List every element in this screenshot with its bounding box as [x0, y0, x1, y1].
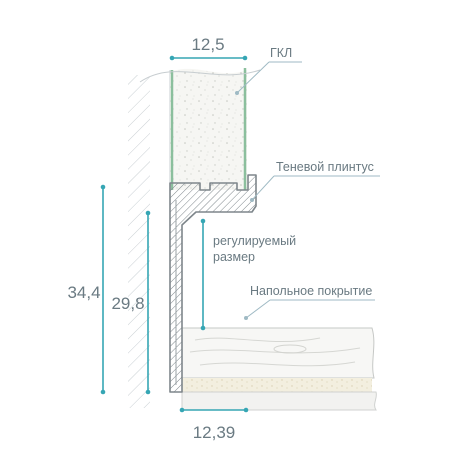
dimension-top-value: 12,5	[191, 35, 224, 54]
dimension-top-width: 12,5	[169, 35, 248, 61]
drywall-panel	[139, 68, 261, 190]
dimension-adjustable-height: 29,8	[111, 210, 151, 395]
label-shadow-baseboard: Теневой плинтус	[276, 160, 374, 174]
label-floor-covering: Напольное покрытие	[250, 284, 372, 298]
label-adjustable-line1: регулируемый	[213, 234, 296, 248]
label-drywall: ГКЛ	[270, 46, 292, 60]
dimension-total-height-value: 34,4	[67, 283, 100, 302]
dimension-adjustable-gap	[200, 218, 206, 331]
dimension-bottom-width: 12,39	[179, 407, 249, 442]
floor-layers	[181, 327, 377, 411]
baseboard-profile	[169, 174, 257, 393]
callout-shadow-baseboard: Теневой плинтус	[250, 160, 380, 202]
dimension-bottom-value: 12,39	[193, 423, 236, 442]
callout-drywall: ГКЛ	[235, 46, 302, 95]
callout-floor-covering: Напольное покрытие	[244, 284, 375, 320]
callout-adjustable-size: регулируемый размер	[213, 234, 296, 264]
wall-hatch	[128, 70, 171, 408]
label-adjustable-line2: размер	[213, 250, 255, 264]
dimension-total-height: 34,4	[67, 184, 106, 395]
dimension-adjustable-height-value: 29,8	[111, 294, 144, 313]
